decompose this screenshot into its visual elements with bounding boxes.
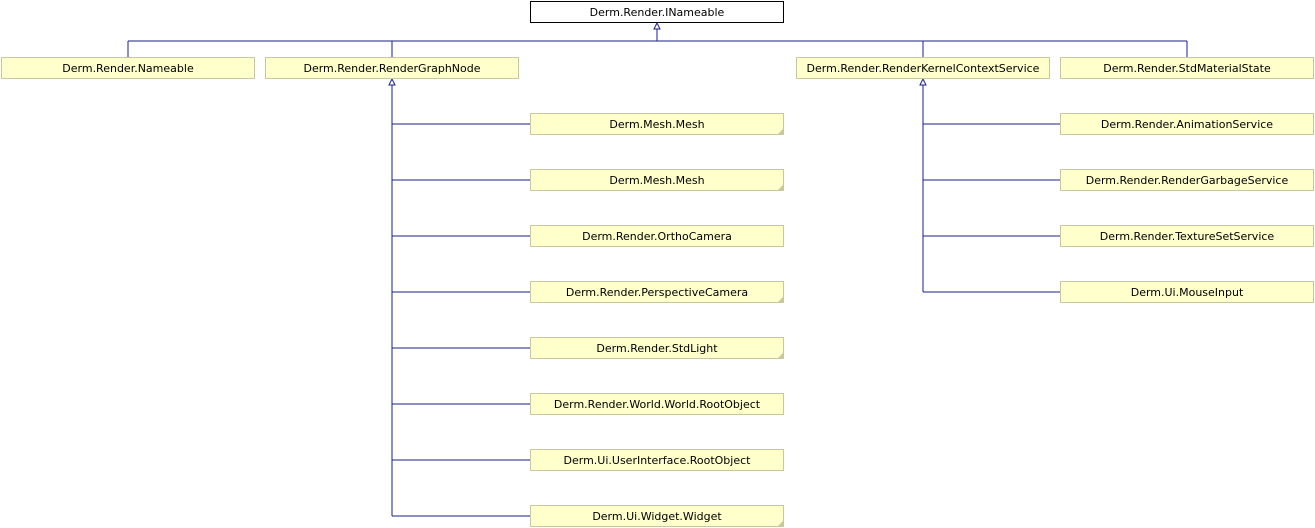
class-node-label: Derm.Render.RenderKernelContextService bbox=[807, 62, 1040, 75]
truncated-marker-icon bbox=[778, 297, 783, 302]
class-node-box bbox=[530, 337, 784, 359]
edges-from-render-graph-node bbox=[388, 77, 530, 517]
class-node-label: Derm.Render.World.World.RootObject bbox=[554, 398, 761, 411]
truncated-marker-icon bbox=[778, 353, 783, 358]
class-node-box bbox=[530, 393, 784, 415]
class-node-label: Derm.Mesh.Mesh bbox=[609, 118, 704, 131]
class-node-label: Derm.Ui.UserInterface.RootObject bbox=[564, 454, 752, 467]
class-node-texture-set-service[interactable]: Derm.Render.TextureSetService bbox=[1060, 225, 1314, 247]
class-node-box bbox=[1060, 113, 1314, 135]
class-node-perspective-camera[interactable]: Derm.Render.PerspectiveCamera bbox=[530, 281, 784, 303]
class-node-box bbox=[530, 225, 784, 247]
class-node-label: Derm.Render.AnimationService bbox=[1101, 118, 1273, 131]
class-node-inameable[interactable]: Derm.Render.INameable bbox=[530, 1, 784, 23]
inheritance-arrow bbox=[919, 77, 927, 86]
class-node-render-garbage-service[interactable]: Derm.Render.RenderGarbageService bbox=[1060, 169, 1314, 191]
class-node-box bbox=[1060, 57, 1314, 79]
class-node-box bbox=[1060, 169, 1314, 191]
inheritance-arrow bbox=[388, 77, 396, 86]
truncated-marker-icon bbox=[778, 185, 783, 190]
class-node-mesh-2[interactable]: Derm.Mesh.Mesh bbox=[530, 169, 784, 191]
class-node-nameable[interactable]: Derm.Render.Nameable bbox=[1, 57, 255, 79]
class-node-label: Derm.Ui.Widget.Widget bbox=[592, 510, 722, 523]
class-node-ortho-camera[interactable]: Derm.Render.OrthoCamera bbox=[530, 225, 784, 247]
class-node-box bbox=[265, 57, 519, 79]
class-node-label: Derm.Render.Nameable bbox=[62, 62, 194, 75]
class-node-label: Derm.Render.RenderGarbageService bbox=[1086, 174, 1289, 187]
class-node-world-root-object[interactable]: Derm.Render.World.World.RootObject bbox=[530, 393, 784, 415]
class-node-widget[interactable]: Derm.Ui.Widget.Widget bbox=[530, 505, 784, 527]
class-node-box bbox=[530, 169, 784, 191]
class-node-mesh-1[interactable]: Derm.Mesh.Mesh bbox=[530, 113, 784, 135]
class-node-box bbox=[530, 1, 784, 23]
class-node-box bbox=[796, 57, 1050, 79]
class-node-animation-service[interactable]: Derm.Render.AnimationService bbox=[1060, 113, 1314, 135]
class-node-ui-root-object[interactable]: Derm.Ui.UserInterface.RootObject bbox=[530, 449, 784, 471]
class-node-label: Derm.Render.StdLight bbox=[596, 342, 718, 355]
class-node-label: Derm.Render.OrthoCamera bbox=[582, 230, 732, 243]
truncated-marker-icon bbox=[778, 129, 783, 134]
class-node-box bbox=[530, 281, 784, 303]
class-node-std-material-state[interactable]: Derm.Render.StdMaterialState bbox=[1060, 57, 1314, 79]
class-node-box bbox=[1060, 281, 1314, 303]
class-node-std-light[interactable]: Derm.Render.StdLight bbox=[530, 337, 784, 359]
edges-from-inameable bbox=[127, 21, 1188, 57]
class-node-box bbox=[530, 113, 784, 135]
class-node-label: Derm.Render.INameable bbox=[590, 6, 725, 19]
class-node-label: Derm.Render.RenderGraphNode bbox=[303, 62, 480, 75]
class-node-box bbox=[530, 505, 784, 527]
class-node-label: Derm.Render.TextureSetService bbox=[1100, 230, 1275, 243]
inheritance-edges bbox=[127, 21, 1188, 517]
truncated-marker-icon bbox=[778, 521, 783, 526]
class-node-label: Derm.Mesh.Mesh bbox=[609, 174, 704, 187]
edges-from-render-kernel-context-service bbox=[919, 77, 1060, 293]
inheritance-arrow bbox=[653, 21, 661, 30]
class-node-box bbox=[1060, 225, 1314, 247]
class-node-label: Derm.Render.PerspectiveCamera bbox=[566, 286, 748, 299]
class-node-label: Derm.Ui.MouseInput bbox=[1131, 286, 1244, 299]
class-node-mouse-input[interactable]: Derm.Ui.MouseInput bbox=[1060, 281, 1314, 303]
class-node-render-graph-node[interactable]: Derm.Render.RenderGraphNode bbox=[265, 57, 519, 79]
class-node-box bbox=[1, 57, 255, 79]
class-node-render-kernel-context-service[interactable]: Derm.Render.RenderKernelContextService bbox=[796, 57, 1050, 79]
class-node-box bbox=[530, 449, 784, 471]
class-node-label: Derm.Render.StdMaterialState bbox=[1103, 62, 1271, 75]
